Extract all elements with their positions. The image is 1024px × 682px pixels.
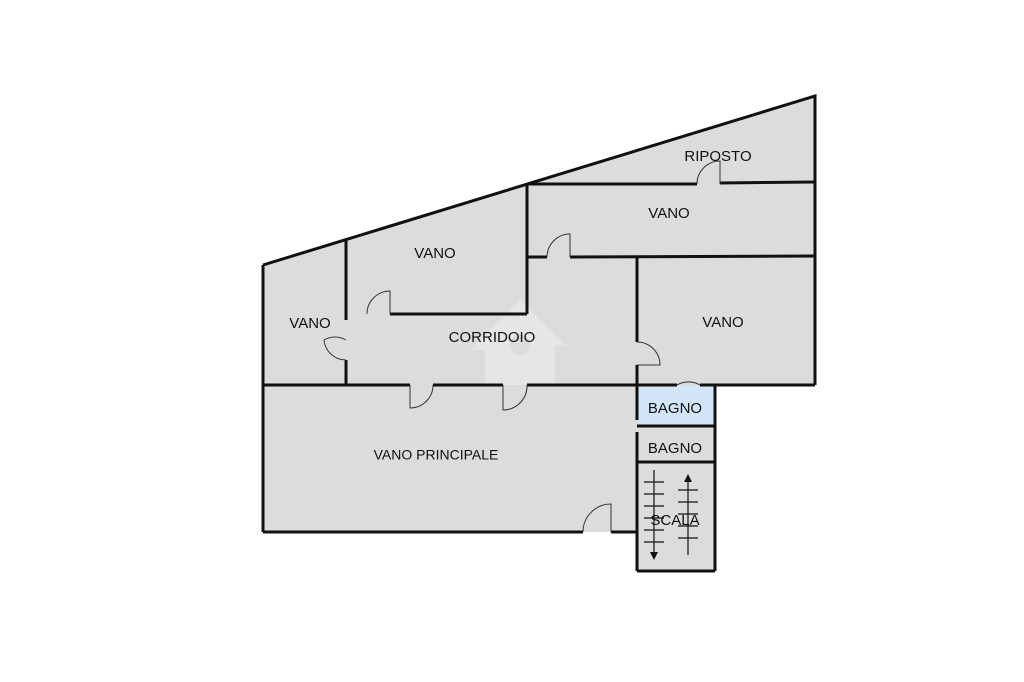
label-scala: SCALA	[650, 512, 699, 529]
label-bagno-upper: BAGNO	[648, 400, 702, 417]
door-vano-top-right	[546, 233, 571, 258]
label-vano-principale: VANO PRINCIPALE	[374, 447, 499, 463]
door-vano-mid	[366, 290, 391, 315]
door-riposto	[696, 160, 721, 185]
scala-area	[637, 462, 715, 571]
door-entrance	[582, 503, 612, 533]
house-watermark-icon	[470, 300, 565, 385]
riposto-wall-right	[719, 180, 816, 185]
door-bagno-upper	[676, 381, 701, 386]
vano-top-right-bottom-b	[569, 254, 816, 259]
outer-wall-top	[262, 93, 817, 385]
label-riposto: RIPOSTO	[684, 148, 751, 165]
main-floor-area	[263, 96, 815, 532]
stairs	[644, 470, 698, 560]
label-vano-right: VANO	[702, 314, 743, 331]
door-corridor-2	[502, 384, 528, 411]
bagno-lower-area	[637, 426, 715, 462]
doors	[323, 160, 721, 533]
door-vano-right	[636, 341, 661, 366]
arrow-up-icon	[684, 474, 692, 482]
door-corridor-1	[409, 384, 434, 409]
label-vano-left: VANO	[289, 315, 330, 332]
room-labels: RIPOSTO VANO VANO VANO CORRIDOIO VANO BA…	[289, 148, 751, 529]
walls	[261, 93, 817, 573]
arrow-down-icon	[650, 552, 658, 560]
room-fills	[263, 96, 815, 571]
door-vano-left	[323, 336, 347, 361]
label-vano-top-right: VANO	[648, 205, 689, 222]
bagno-upper-area	[637, 385, 715, 426]
label-vano-upper-middle: VANO	[414, 245, 455, 262]
label-corridoio: CORRIDOIO	[449, 329, 536, 346]
label-bagno-lower: BAGNO	[648, 440, 702, 457]
